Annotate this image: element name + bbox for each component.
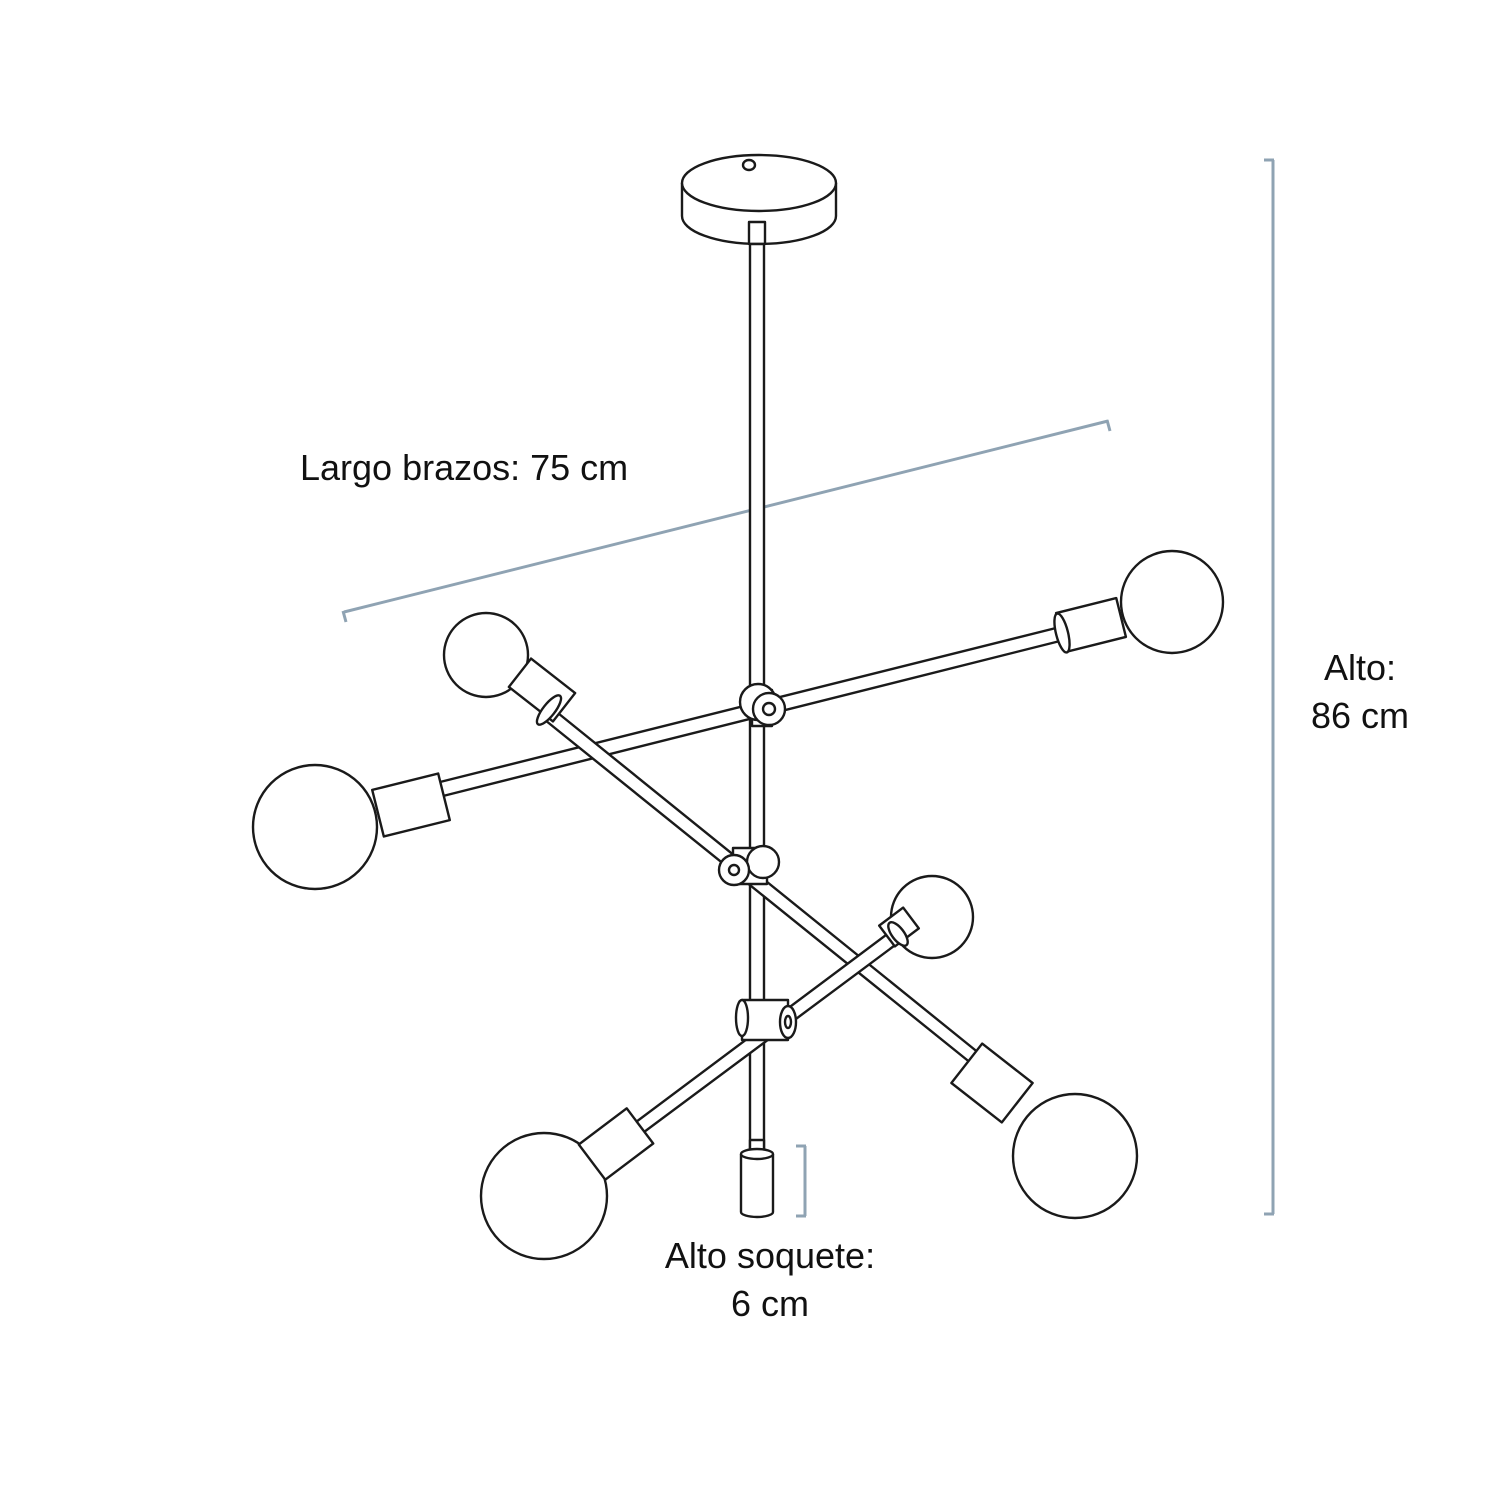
bottom-end-socket [739, 1138, 775, 1219]
bulb-upper-right [1053, 549, 1225, 655]
socket-label-line2: 6 cm [730, 1283, 809, 1324]
bulb-left [251, 763, 451, 891]
height-label-line1: Alto: [1323, 647, 1397, 688]
bulb-lower-left [479, 1107, 655, 1261]
ceiling-canopy [680, 153, 838, 246]
bulb-upper-left [442, 611, 577, 726]
arm-length-dimension-line [341, 419, 1112, 623]
socket-height-dimension-line [796, 1144, 807, 1218]
height-dimension-line [1264, 158, 1275, 1216]
arm-length-text: Largo brazos: 75 cm [300, 447, 629, 488]
socket-label-line1: Alto soquete: [664, 1235, 876, 1276]
arm-length-label: Largo brazos: 75 cm [300, 444, 628, 492]
height-label: Alto: 86 cm [1290, 644, 1430, 740]
height-label-line2: 86 cm [1310, 695, 1410, 736]
joint-lower [734, 998, 798, 1042]
bulb-lower-right [950, 1042, 1139, 1220]
joint-top [738, 682, 787, 728]
socket-height-label: Alto soquete: 6 cm [640, 1232, 900, 1328]
joint-middle [717, 844, 781, 887]
bulb-small-right [877, 874, 975, 960]
